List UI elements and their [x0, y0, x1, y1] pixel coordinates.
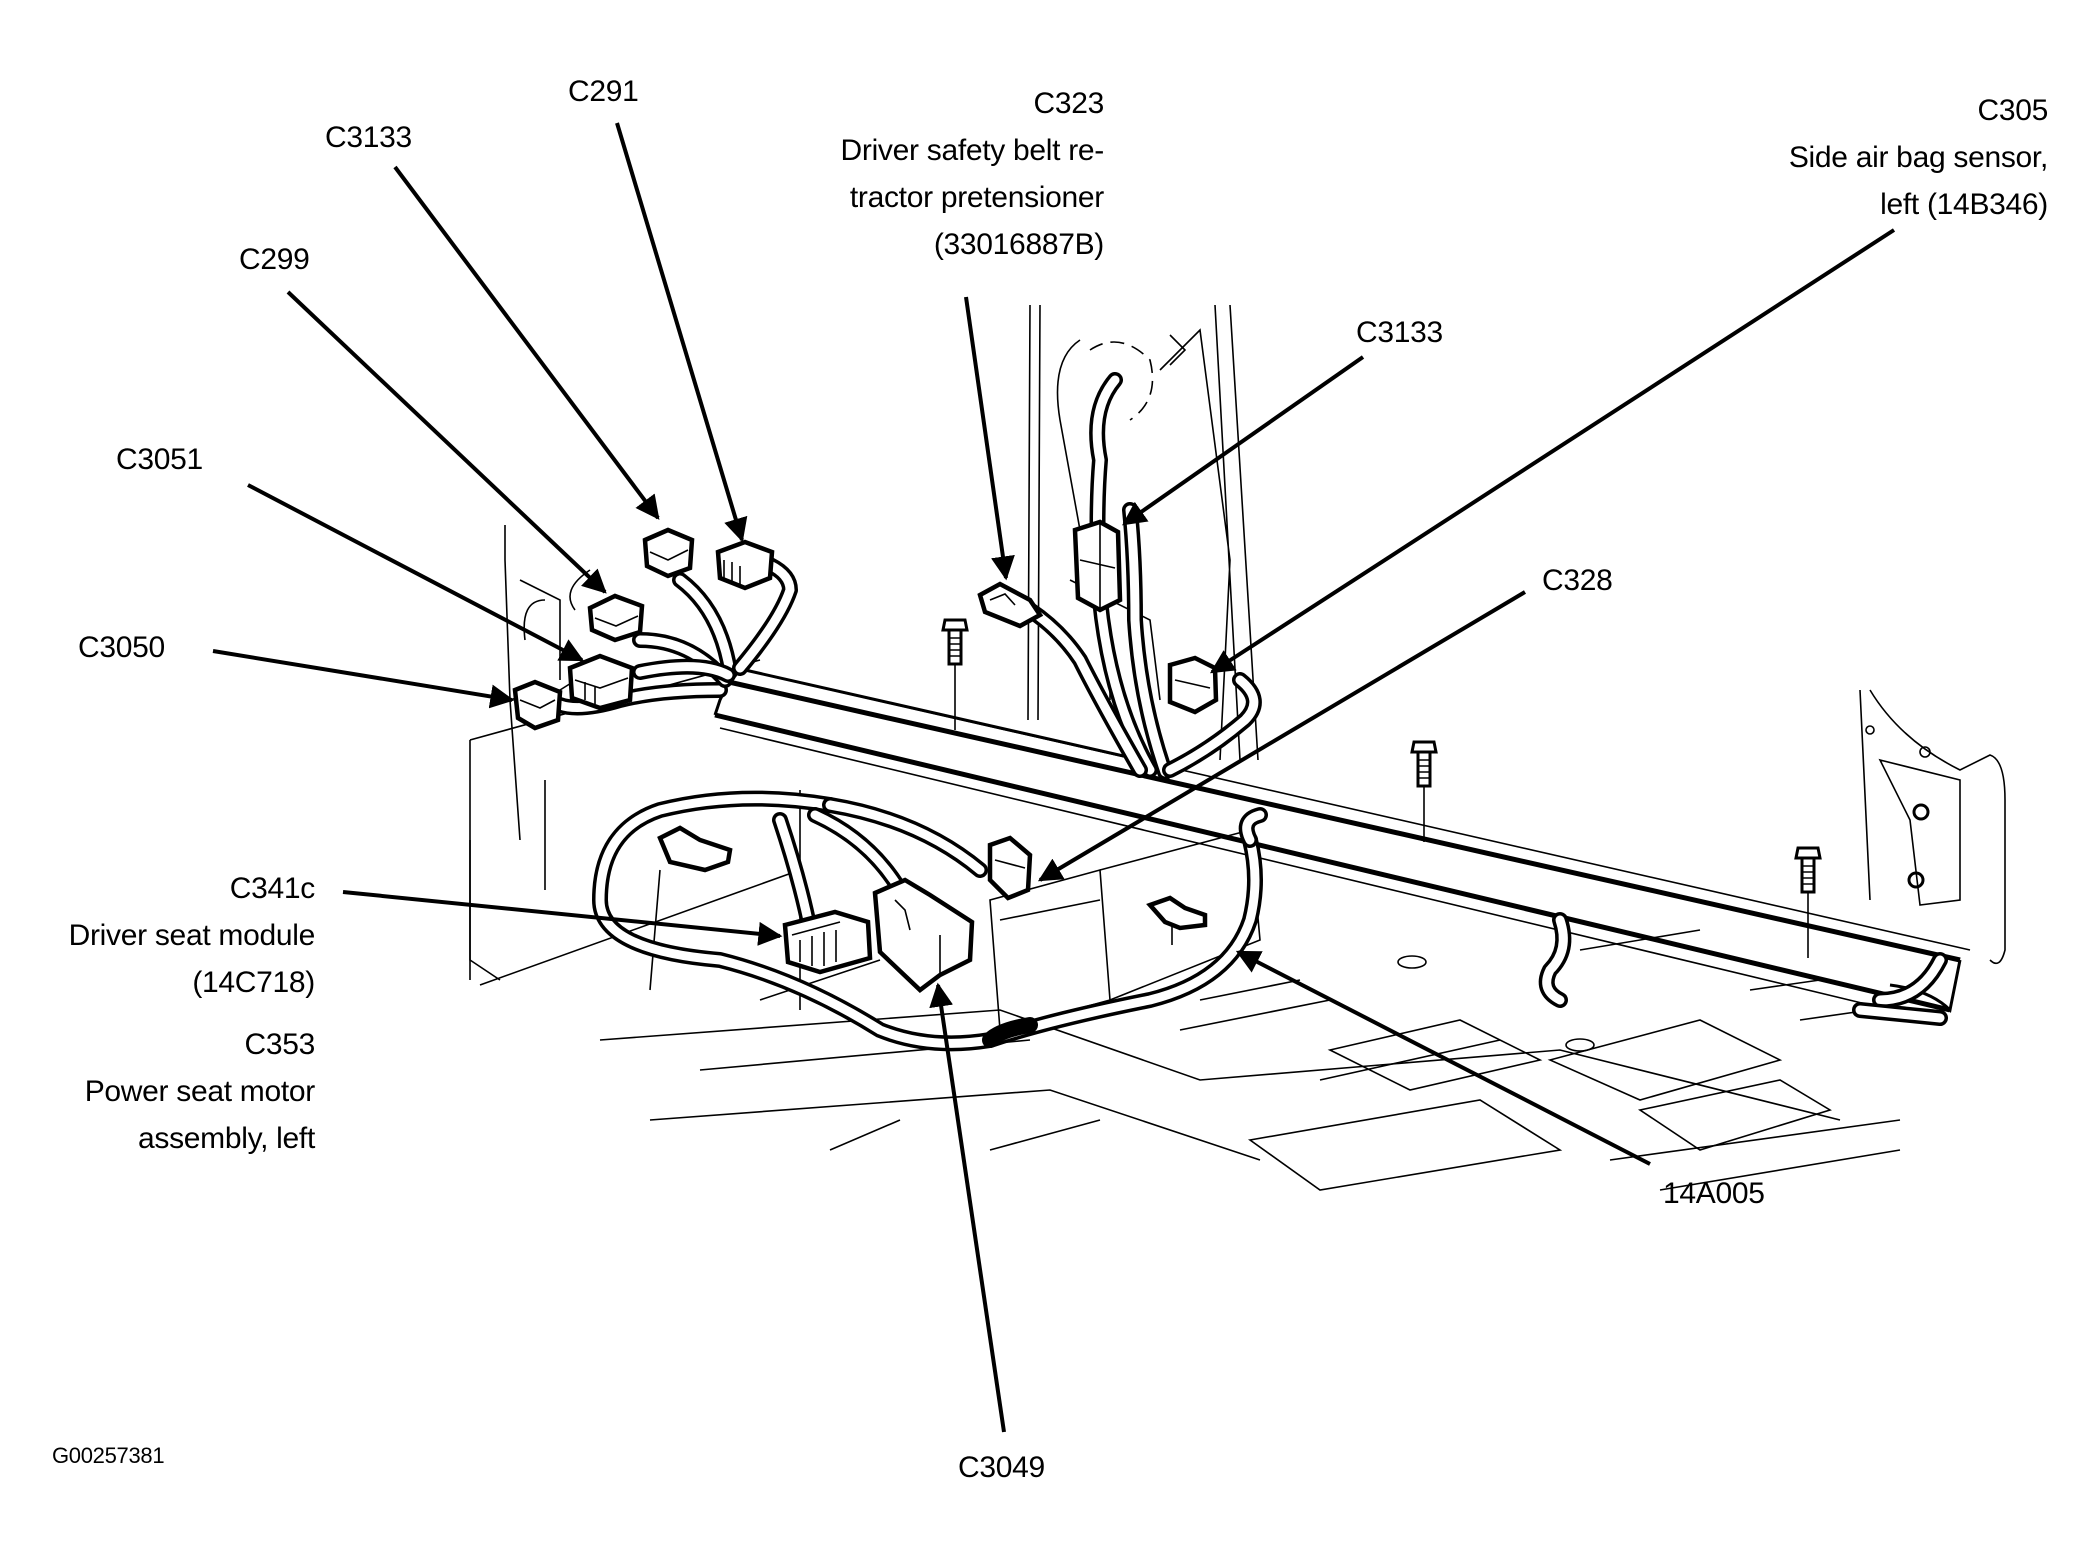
callout-line: C3050	[78, 631, 165, 664]
callout-line: C3051	[116, 443, 203, 476]
callout-c341c: C341c Driver seat module (14C718)	[68, 865, 316, 1006]
leader-c3051	[247, 483, 585, 662]
harness-clip	[1146, 895, 1208, 945]
leader-c328	[1037, 590, 1527, 882]
leader-c323	[964, 296, 1015, 581]
connector-c291	[715, 539, 775, 591]
callout-c3133-left: C3133	[325, 114, 412, 161]
bolt-icon	[1794, 846, 1822, 958]
callout-line: Driver safety belt re-	[840, 134, 1105, 167]
callout-line: C305	[1977, 94, 2048, 127]
callout-line: C328	[1542, 564, 1613, 597]
bolt-icon	[1410, 740, 1438, 842]
leader-c3049	[929, 982, 1006, 1433]
connectors	[512, 519, 1219, 993]
connector-c3049	[872, 877, 975, 993]
callout-line: C341c	[229, 872, 316, 905]
callout-c291: C291	[568, 68, 639, 115]
callout-line: C3049	[958, 1451, 1045, 1484]
callout-c353: C353 Power seat motor assembly, left	[84, 1021, 316, 1162]
connector-c353-clip	[657, 825, 733, 873]
callout-c305: C305 Side air bag sensor, left (14B346)	[1789, 87, 2048, 228]
callout-line: (33016887B)	[933, 228, 1104, 261]
connector-c3050	[512, 679, 563, 731]
leader-c341c	[342, 890, 783, 946]
callout-14a005: 14A005	[1663, 1170, 1765, 1217]
connector-c3051	[567, 653, 635, 711]
figure-id: G00257381	[52, 1443, 165, 1468]
connector-c341c	[782, 909, 873, 975]
callout-line: C3133	[1356, 316, 1443, 349]
callout-line: Power seat motor	[84, 1075, 316, 1108]
callout-line: C353	[244, 1028, 315, 1061]
callout-line: C299	[239, 243, 310, 276]
callout-line: left (14B346)	[1880, 188, 2048, 221]
callout-line: 14A005	[1663, 1177, 1765, 1210]
connector-c323	[977, 581, 1044, 629]
connector-c328	[987, 835, 1033, 901]
callout-line: C291	[568, 75, 639, 108]
callout-c3049: C3049	[958, 1444, 1045, 1491]
bolt-icon	[941, 618, 969, 730]
callout-line: (14C718)	[192, 966, 315, 999]
callout-c328: C328	[1542, 557, 1613, 604]
leader-c299	[286, 290, 607, 594]
leader-14a005	[1235, 950, 1651, 1166]
connector-c299	[587, 593, 645, 643]
callout-line: Side air bag sensor,	[1788, 141, 2048, 174]
callout-line: tractor pretensioner	[849, 181, 1104, 214]
callout-c323: C323 Driver safety belt re- tractor pret…	[840, 80, 1105, 268]
callout-line: C323	[1033, 87, 1104, 120]
bolts	[941, 618, 1822, 958]
callout-c299: C299	[239, 236, 310, 283]
connector-c3133-left	[642, 527, 695, 579]
callout-line: assembly, left	[138, 1122, 315, 1155]
callout-c3051: C3051	[116, 436, 203, 483]
leader-lines	[212, 122, 1896, 1433]
callout-line: Driver seat module	[68, 919, 316, 952]
leader-c3133-right	[1122, 355, 1365, 526]
body-structure	[469, 304, 2006, 1191]
callout-c3133-right: C3133	[1356, 309, 1443, 356]
callout-line: C3133	[325, 121, 412, 154]
leader-c305	[1209, 228, 1896, 674]
leader-c3050	[212, 649, 515, 709]
connector-c305	[1167, 655, 1219, 715]
leader-c3133-left	[393, 165, 660, 520]
leader-c291	[615, 122, 748, 543]
connector-c3133-right	[1072, 519, 1123, 613]
callout-c3050: C3050	[78, 624, 165, 671]
